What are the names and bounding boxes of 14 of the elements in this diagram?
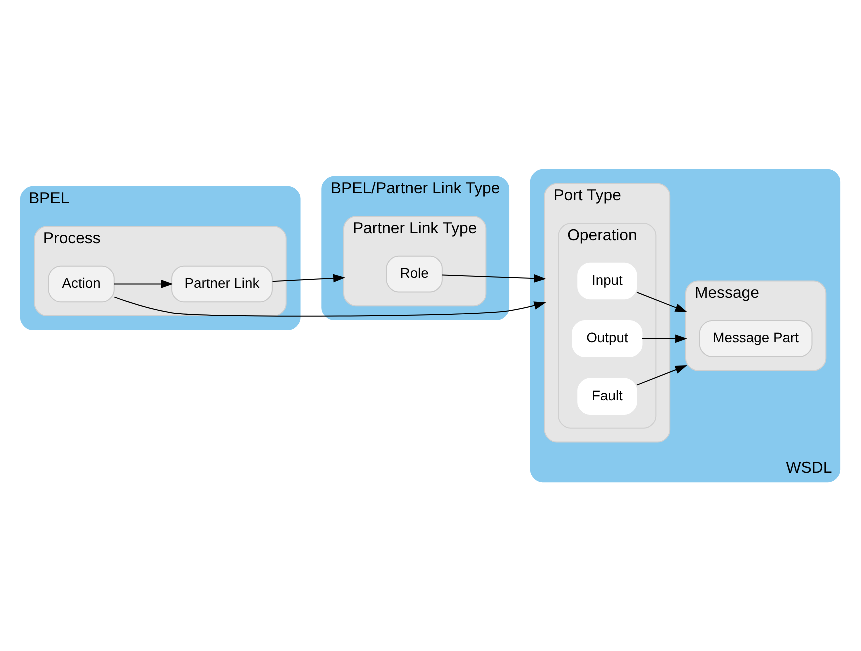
node-box: Fault [578,378,638,414]
arrow [114,280,174,288]
arrow [636,292,688,312]
node-box: Role [386,255,443,292]
arrow [272,274,346,282]
node-box: Action [48,265,115,302]
node-box: Output [572,320,643,357]
arrow [442,274,546,282]
arrow [642,334,688,343]
arrow [114,296,546,316]
node-box: Message Part [699,320,813,357]
arrow [636,365,688,386]
node-box: Input [578,262,638,300]
node-box: Partner Link [172,265,273,302]
